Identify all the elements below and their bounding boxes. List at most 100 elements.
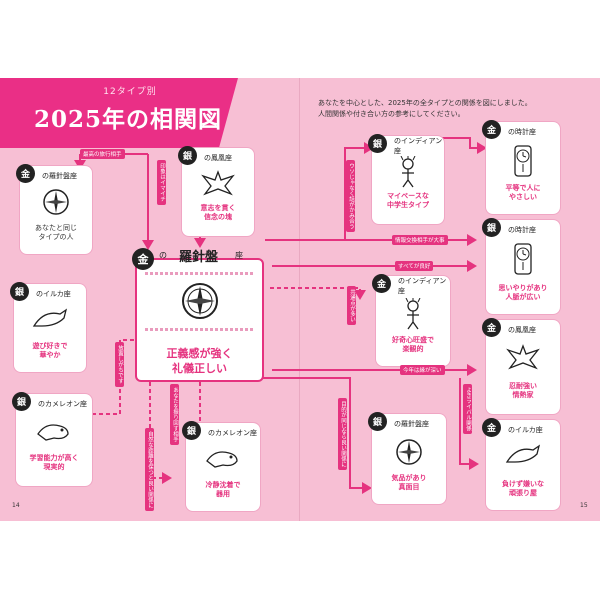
desc-line: 現実的 [43, 463, 65, 471]
link-label: 情報交換相手が大事 [392, 235, 448, 245]
title-banner [0, 78, 238, 148]
intro-line: あなたを中心とした、2025年の全タイプとの関係を図にしました。 [318, 99, 532, 107]
phoenix-icon [506, 344, 540, 370]
card-head: のイルカ座 [508, 426, 543, 434]
page-number-right: 15 [580, 502, 588, 509]
desc-line: 信念の塊 [204, 213, 232, 221]
card-gold-indian[interactable]: 金 のインディアン座 好奇心旺盛で 楽観的 [372, 274, 450, 366]
desc-line: 人脈が広い [505, 293, 541, 301]
card-desc: あなたと同じ タイプの人 [24, 224, 88, 242]
card-desc: 好奇心旺盛で 楽観的 [380, 336, 446, 354]
card-desc: 負けず嫌いな 頑張り屋 [490, 480, 556, 498]
desc-line: 華やか [39, 351, 61, 359]
card-silver-chameleon-2[interactable]: 銀 のカメレオン座 冷静沈着で 器用 [182, 421, 260, 511]
card-gold-compass[interactable]: 金 の羅針盤座 あなたと同じ タイプの人 [16, 164, 92, 254]
intro-line: 人間関係や付き合い方の参考にしてください。 [318, 110, 465, 118]
desc-line: 冷静沈着で [205, 481, 241, 489]
card-head: の羅針盤座 [394, 420, 429, 428]
badge: 金 [482, 318, 501, 337]
main-badge: 金 [132, 248, 154, 270]
card-head: の羅針盤座 [42, 172, 77, 180]
desc-line: 思いやりがあり [498, 284, 548, 292]
wave-divider [145, 328, 254, 331]
link-label: 自然な距離を保つと良い関係に [145, 428, 154, 511]
desc-line: 遊び好きで [32, 342, 68, 350]
card-gold-dolphin[interactable]: 金 のイルカ座 負けず嫌いな 頑張り屋 [482, 418, 560, 510]
card-head: のカメレオン座 [38, 400, 87, 408]
card-head: のカメレオン座 [208, 429, 257, 437]
card-silver-dolphin[interactable]: 銀 のイルカ座 遊び好きで 華やか [10, 282, 86, 372]
page-number-left: 14 [12, 502, 20, 509]
card-desc: 冷静沈着で 器用 [190, 481, 256, 499]
main-card[interactable]: 金 の 羅針盤 座 正義感が強く 礼儀正しい [132, 248, 264, 382]
dolphin-icon [505, 444, 541, 463]
page-title: 2025年の相関図 [33, 106, 222, 133]
desc-line: 器用 [216, 490, 230, 498]
badge: 金 [482, 120, 501, 139]
link-label: 共通点が多い [347, 286, 356, 325]
link-label: あなたを振り回す相手 [170, 384, 179, 445]
card-head: の時計座 [508, 128, 536, 136]
link-label: 印象はイマイチ [157, 160, 166, 205]
compass-icon [396, 439, 422, 465]
card-silver-indian[interactable]: 銀 のインディアン座 マイペースな 中学生タイプ [368, 134, 444, 224]
page-spread: 12タイプ別 2025年の相関図 あなたを中心とした、2025年の全タイプとの関… [0, 78, 600, 521]
card-head: の鳳凰座 [204, 154, 232, 162]
card-head: のインディアン座 [398, 277, 447, 295]
card-silver-chameleon[interactable]: 銀 のカメレオン座 学習能力が高く 現実的 [12, 392, 92, 486]
link-label: よきライバル関係 [463, 384, 472, 434]
main-desc-line: 礼儀正しい [172, 362, 227, 375]
link-label: すべてが良好 [395, 261, 434, 271]
card-gold-phoenix[interactable]: 金 の鳳凰座 忍耐強い 情熱家 [482, 318, 560, 414]
compass-icon [182, 283, 218, 319]
phoenix-icon [201, 170, 235, 196]
card-desc: 学習能力が高く 現実的 [20, 454, 88, 472]
chameleon-icon [206, 451, 238, 468]
desc-line: 好奇心旺盛で [392, 336, 434, 344]
card-silver-phoenix[interactable]: 銀 の鳳凰座 意志を貫く 信念の塊 [178, 146, 254, 236]
card-head: の鳳凰座 [508, 326, 536, 334]
card-desc: 忍耐強い 情熱家 [490, 382, 556, 400]
desc-line: 忍耐強い [509, 382, 537, 390]
intro-text: あなたを中心とした、2025年の全タイプとの関係を図にしました。 人間関係や付き… [318, 98, 548, 120]
wave-divider [145, 272, 254, 275]
indian-icon [400, 156, 416, 188]
badge: 銀 [178, 146, 197, 165]
desc-line: 学習能力が高く [29, 454, 79, 462]
card-gold-clock[interactable]: 金 の時計座 平等で人に やさしい [482, 120, 560, 214]
card-desc: 気品があり 真面目 [376, 474, 442, 492]
badge: 銀 [12, 392, 31, 411]
badge: 銀 [368, 134, 387, 153]
desc-line: 頑張り屋 [509, 489, 537, 497]
badge: 金 [482, 418, 501, 437]
desc-line: やさしい [509, 193, 537, 201]
link-label: ウソじゃなく話がかみ合う [346, 160, 355, 232]
badge: 金 [372, 274, 391, 293]
dolphin-icon [32, 308, 68, 327]
link-label: 最高の旅行相手 [80, 149, 125, 159]
compass-icon [43, 189, 69, 215]
card-desc: 平等で人に やさしい [490, 184, 556, 202]
card-desc: 思いやりがあり 人脈が広い [490, 284, 556, 302]
chameleon-icon [37, 424, 69, 441]
main-suffix: 座 [235, 251, 243, 260]
clock-icon [514, 145, 532, 177]
desc-line: タイプの人 [38, 233, 74, 241]
main-desc-line: 正義感が強く [166, 347, 233, 360]
card-desc: 意志を貫く 信念の塊 [186, 204, 250, 222]
card-head: のインディアン座 [394, 137, 443, 155]
card-desc: 遊び好きで 華やか [18, 342, 82, 360]
main-name: 羅針盤 [179, 250, 219, 265]
link-label: 目的が同じなら良い関係に [338, 398, 347, 470]
card-silver-compass[interactable]: 銀 の羅針盤座 気品があり 真面目 [368, 412, 446, 504]
desc-line: 意志を貫く [200, 204, 236, 212]
badge: 銀 [368, 412, 387, 431]
link-label: 今年は縁が深い [400, 365, 445, 375]
desc-line: 負けず嫌いな [502, 480, 544, 488]
desc-line: 中学生タイプ [387, 201, 429, 209]
indian-icon [405, 298, 421, 330]
badge: 金 [16, 164, 35, 183]
card-silver-clock[interactable]: 銀 の時計座 思いやりがあり 人脈が広い [482, 218, 560, 314]
card-desc: マイペースな 中学生タイプ [376, 192, 440, 210]
badge: 銀 [10, 282, 29, 301]
